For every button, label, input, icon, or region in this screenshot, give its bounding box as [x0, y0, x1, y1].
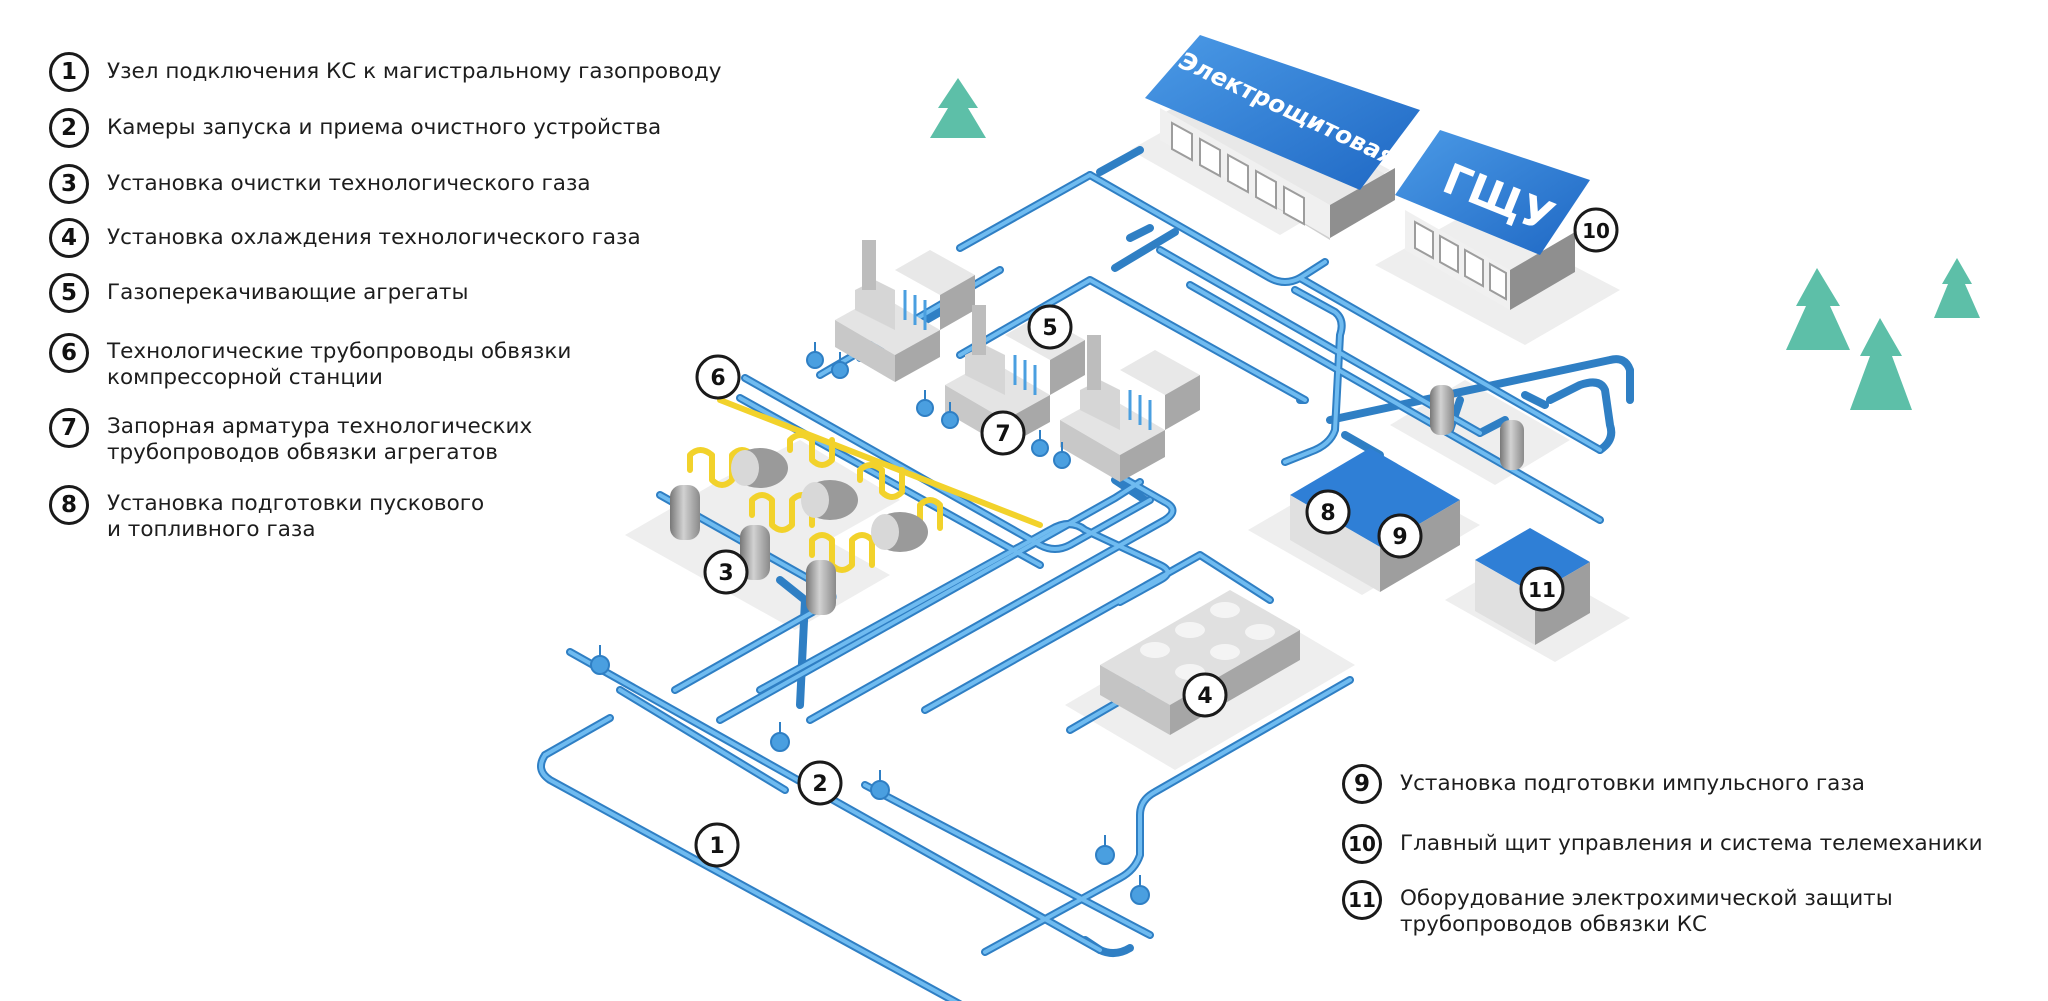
gas-pumping-unit: [835, 240, 975, 382]
process-pipelines: [537, 146, 1634, 1001]
scheme-marker-label: 3: [718, 561, 733, 586]
valve-icon: [870, 770, 890, 800]
legend-label: Запорная арматура технологических трубоп…: [107, 414, 533, 465]
horizontal-tank: [871, 512, 928, 552]
vertical-tank: [1430, 385, 1454, 435]
legend-label: Узел подключения КС к магистральному газ…: [107, 59, 722, 84]
valve-icon: [1095, 835, 1115, 865]
scheme-marker-10: 10: [1573, 207, 1619, 253]
scheme-marker-8: 8: [1305, 489, 1351, 535]
legend-number-badge: 8: [49, 485, 89, 525]
scheme-marker-label: 11: [1528, 578, 1556, 602]
valve-icon: [831, 352, 849, 379]
legend-item-9: 9 Установка подготовки импульсного газа: [1342, 764, 2048, 804]
legend-label: Камеры запуска и приема очистного устрой…: [107, 115, 662, 140]
valve-icon: [1130, 875, 1150, 905]
vertical-tank: [806, 560, 836, 615]
tree-icon: [930, 78, 986, 138]
legend-item-1: 1 Узел подключения КС к магистральному г…: [49, 52, 809, 92]
legend-number-badge: 10: [1342, 824, 1382, 864]
gas-cleaning-unit: [670, 397, 1043, 615]
tree-icon: [1934, 258, 1980, 318]
legend-label: Установка подготовки импульсного газа: [1400, 771, 1865, 796]
vertical-tank: [670, 485, 700, 540]
legend-label: Главный щит управления и система телемех…: [1400, 831, 1983, 856]
valve-icon: [1031, 430, 1049, 457]
legend-item-11: 11 Оборудование электрохимической защиты…: [1342, 880, 2048, 938]
legend-number-badge: 5: [49, 273, 89, 313]
valve-icon: [770, 722, 790, 752]
scheme-marker-label: 5: [1042, 316, 1057, 341]
gas-pumping-unit: [1060, 335, 1200, 482]
scheme-marker-2: 2: [797, 760, 843, 806]
valve-icon: [806, 342, 824, 369]
legend-item-5: 5 Газоперекачивающие агрегаты: [49, 273, 809, 313]
legend-number-badge: 11: [1342, 880, 1382, 920]
legend-number-badge: 2: [49, 108, 89, 148]
scheme-marker-1: 1: [694, 822, 740, 868]
legend-number-badge: 3: [49, 164, 89, 204]
scheme-marker-4: 4: [1182, 672, 1228, 718]
scheme-marker-label: 9: [1392, 525, 1407, 550]
scheme-marker-label: 6: [710, 366, 725, 391]
legend-item-6: 6 Технологические трубопроводы обвязки к…: [49, 333, 809, 391]
legend-label: Установка охлаждения технологического га…: [107, 225, 641, 250]
legend-label: Установка очистки технологического газа: [107, 171, 591, 196]
switchboard-building: Электрощитовая: [1145, 35, 1420, 240]
scheme-marker-7: 7: [980, 410, 1026, 456]
vertical-tank: [1500, 420, 1524, 470]
legend-item-2: 2 Камеры запуска и приема очистного устр…: [49, 108, 809, 148]
legend-item-7: 7 Запорная арматура технологических труб…: [49, 408, 809, 466]
scheme-marker-label: 10: [1582, 219, 1610, 243]
legend-label: Оборудование электрохимической защиты тр…: [1400, 886, 1893, 937]
valve-icon: [941, 402, 959, 429]
scheme-marker-11: 11: [1519, 566, 1565, 612]
scheme-marker-6: 6: [695, 354, 741, 400]
legend-number-badge: 6: [49, 333, 89, 373]
legend-number-badge: 9: [1342, 764, 1382, 804]
legend-label: Установка подготовки пускового и топливн…: [107, 491, 485, 542]
gas-pumping-unit: [945, 305, 1085, 447]
legend-item-4: 4 Установка охлаждения технологического …: [49, 218, 809, 258]
scheme-marker-label: 4: [1197, 684, 1212, 709]
valve-icon: [1053, 442, 1071, 469]
tree-icon: [1786, 268, 1850, 350]
valve-icon: [916, 390, 934, 417]
gas-cooling-unit: [1100, 590, 1300, 735]
legend-item-8: 8 Установка подготовки пускового и топли…: [49, 485, 809, 543]
tree-icon: [1850, 318, 1912, 410]
legend-label: Газоперекачивающие агрегаты: [107, 280, 469, 305]
legend-item-3: 3 Установка очистки технологического газ…: [49, 164, 809, 204]
legend-number-badge: 1: [49, 52, 89, 92]
legend-number-badge: 4: [49, 218, 89, 258]
gshu-building: ГЩУ: [1395, 130, 1590, 310]
valve-icon: [590, 645, 610, 675]
scheme-marker-9: 9: [1377, 513, 1423, 559]
legend-number-badge: 7: [49, 408, 89, 448]
scheme-marker-label: 2: [812, 772, 827, 797]
scheme-marker-3: 3: [703, 549, 749, 595]
scheme-marker-label: 1: [709, 834, 724, 859]
scheme-marker-label: 7: [995, 422, 1010, 447]
legend-label: Технологические трубопроводы обвязки ком…: [107, 339, 572, 390]
horizontal-tank: [731, 448, 788, 488]
scheme-marker-5: 5: [1027, 304, 1073, 350]
horizontal-tank: [801, 480, 858, 520]
scheme-marker-label: 8: [1320, 501, 1335, 526]
legend-item-10: 10 Главный щит управления и система теле…: [1342, 824, 2048, 864]
